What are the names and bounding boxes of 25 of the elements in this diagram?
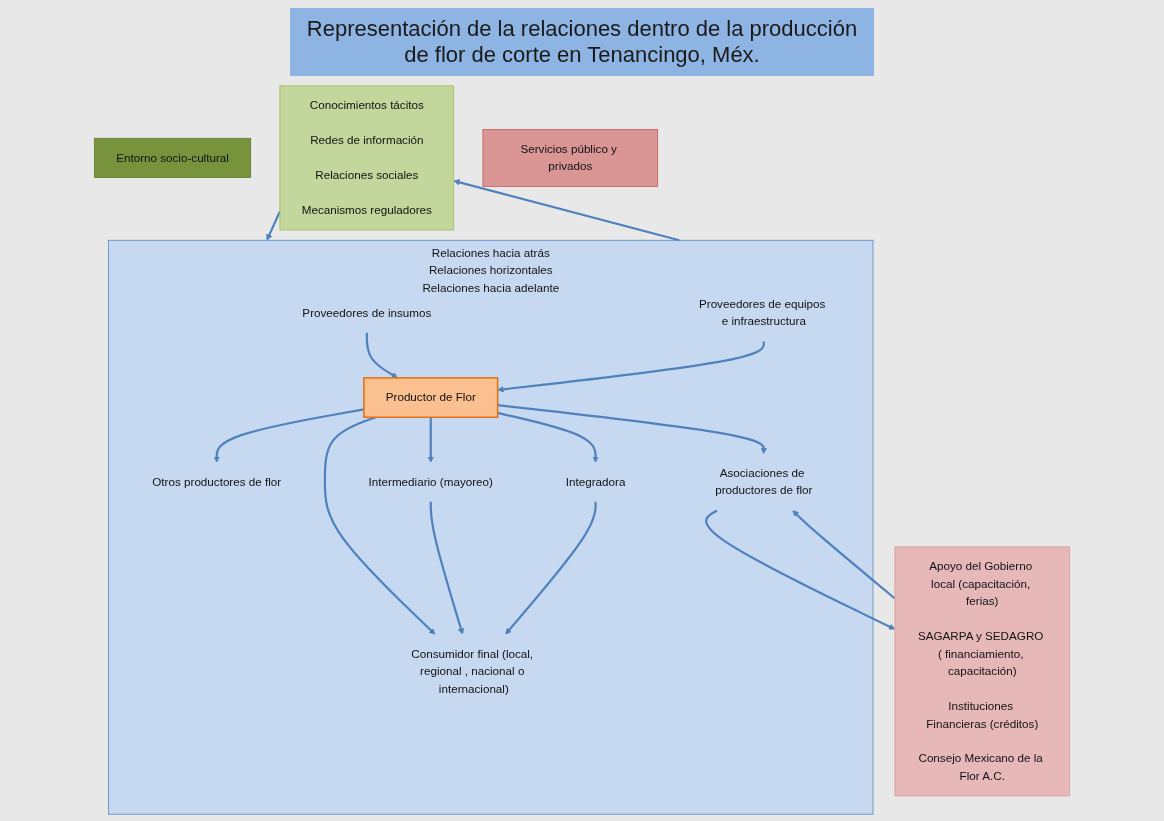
arrow	[497, 404, 767, 454]
node-text: Proveedores de insumos	[302, 306, 432, 319]
title-banner: Representación de la relaciones dentro de la producción de flor de corte en Tenancingo, Méx.	[290, 8, 874, 76]
node-box: Conocimientos tácitos Redes de información Relaciones sociales Mecanismos reguladores	[279, 85, 455, 231]
arrow	[792, 510, 896, 600]
arrow	[453, 179, 680, 242]
node-text: Asociaciones de productores de flor	[715, 466, 813, 497]
node-text: Consumidor final (local, regional , nacional o internacional)	[411, 647, 534, 695]
arrow	[427, 417, 434, 463]
node-box: Servicios público y privados	[482, 129, 659, 187]
arrow	[266, 211, 281, 241]
node-text: Integradora	[565, 475, 626, 488]
node-text: Proveedores de equipos e infraestructura	[698, 297, 826, 328]
arrow	[705, 509, 896, 630]
arrow	[497, 341, 765, 393]
node-text: Intermediario (mayoreo)	[368, 475, 493, 488]
arrow	[497, 411, 599, 463]
arrow	[429, 501, 464, 635]
node-box: Productor de Flor	[363, 377, 499, 418]
arrow	[365, 332, 398, 379]
arrow	[323, 416, 436, 635]
node-box: Apoyo del Gobierno local (capacitación, ferias) SAGARPA y SEDAGRO ( financiamiento, capacitación) Instituciones Financieras (créditos) Consejo Mexicano de la Flor A.C.	[894, 546, 1071, 797]
arrow	[505, 501, 597, 635]
node-text: Otros productores de flor	[152, 475, 282, 488]
node-box: Entorno socio-cultural	[93, 137, 252, 178]
